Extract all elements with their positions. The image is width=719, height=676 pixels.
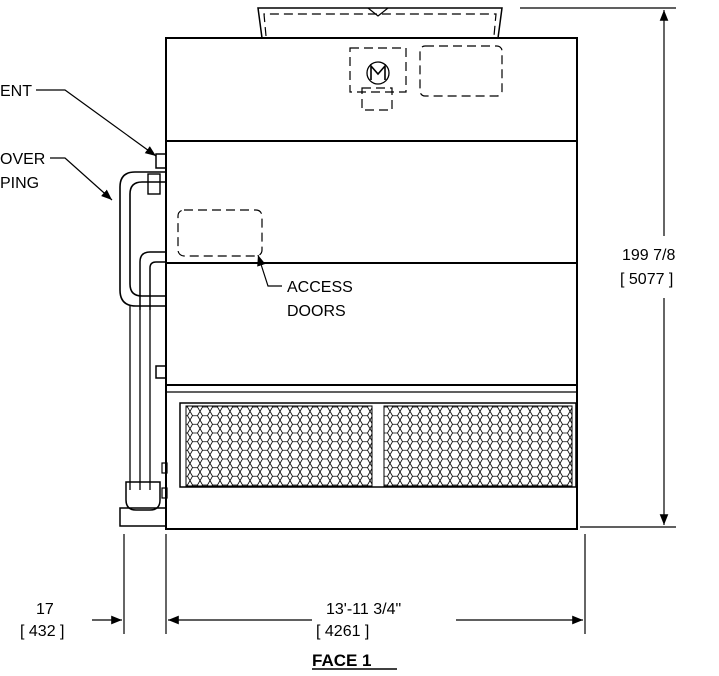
access-doors-leader [257,254,282,287]
height-imperial-label: 199 7/8 [622,247,675,264]
height-metric-label: [ 5077 ] [620,271,673,288]
width-metric-label: [ 4261 ] [316,623,369,640]
access-doors-label-line2: DOORS [287,303,346,320]
drive-access-outline [349,45,503,111]
logo-icon [366,61,390,85]
offset-imperial-label: 17 [36,601,54,618]
access-doors-label-line1: ACCESS [287,279,353,296]
crossover-label-line1: OVER [0,151,45,168]
height-dimension [520,7,676,528]
offset-metric-label: [ 432 ] [20,623,64,640]
vent-label: ENT [0,83,32,100]
vent-leader [36,89,157,157]
width-imperial-label: 13'-11 3/4" [326,601,401,618]
access-door-outline [177,209,263,257]
fan-cowl [257,7,503,39]
view-title: FACE 1 [312,651,372,670]
crossover-label-line2: PING [0,175,39,192]
tower-casing [165,37,578,530]
crossover-piping [119,153,168,527]
width-dimension [92,534,586,634]
air-inlet-screens [179,402,577,488]
crossover-leader [50,157,113,201]
